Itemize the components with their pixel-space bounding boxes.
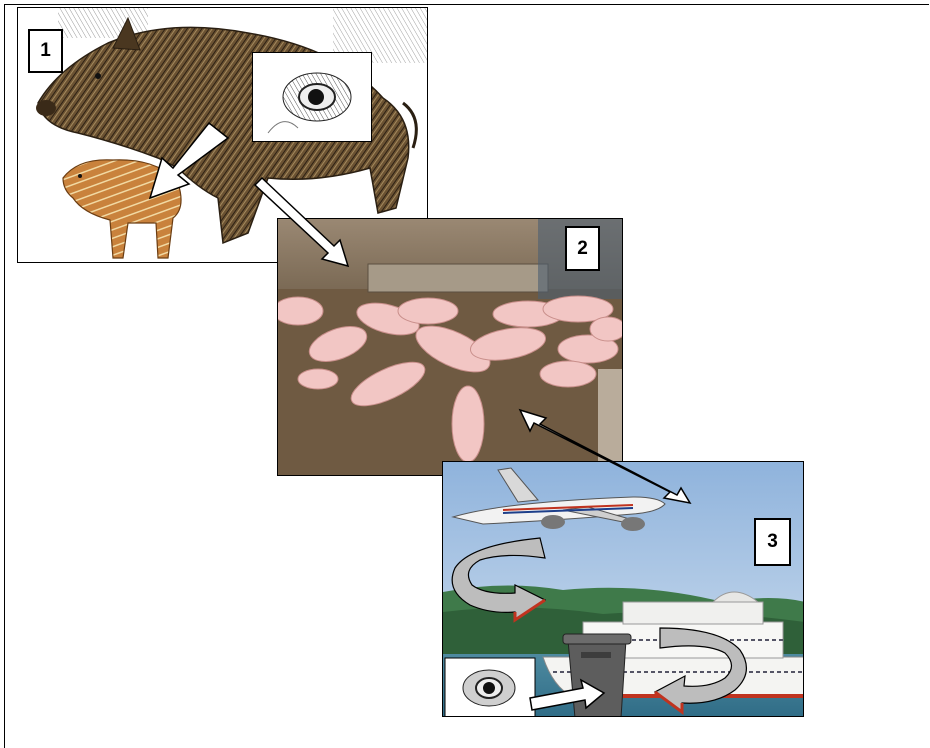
- panel-1-label: 1: [28, 29, 63, 73]
- panel-2-piglet-pen: 2: [277, 218, 623, 476]
- transport-photo: [443, 462, 804, 717]
- panel-3-label: 3: [754, 518, 791, 566]
- panel-3-transport: 3: [442, 461, 804, 717]
- panel-2-label: 2: [565, 226, 600, 271]
- tick-inset: [252, 52, 372, 142]
- tick-inset-icon: [253, 53, 372, 142]
